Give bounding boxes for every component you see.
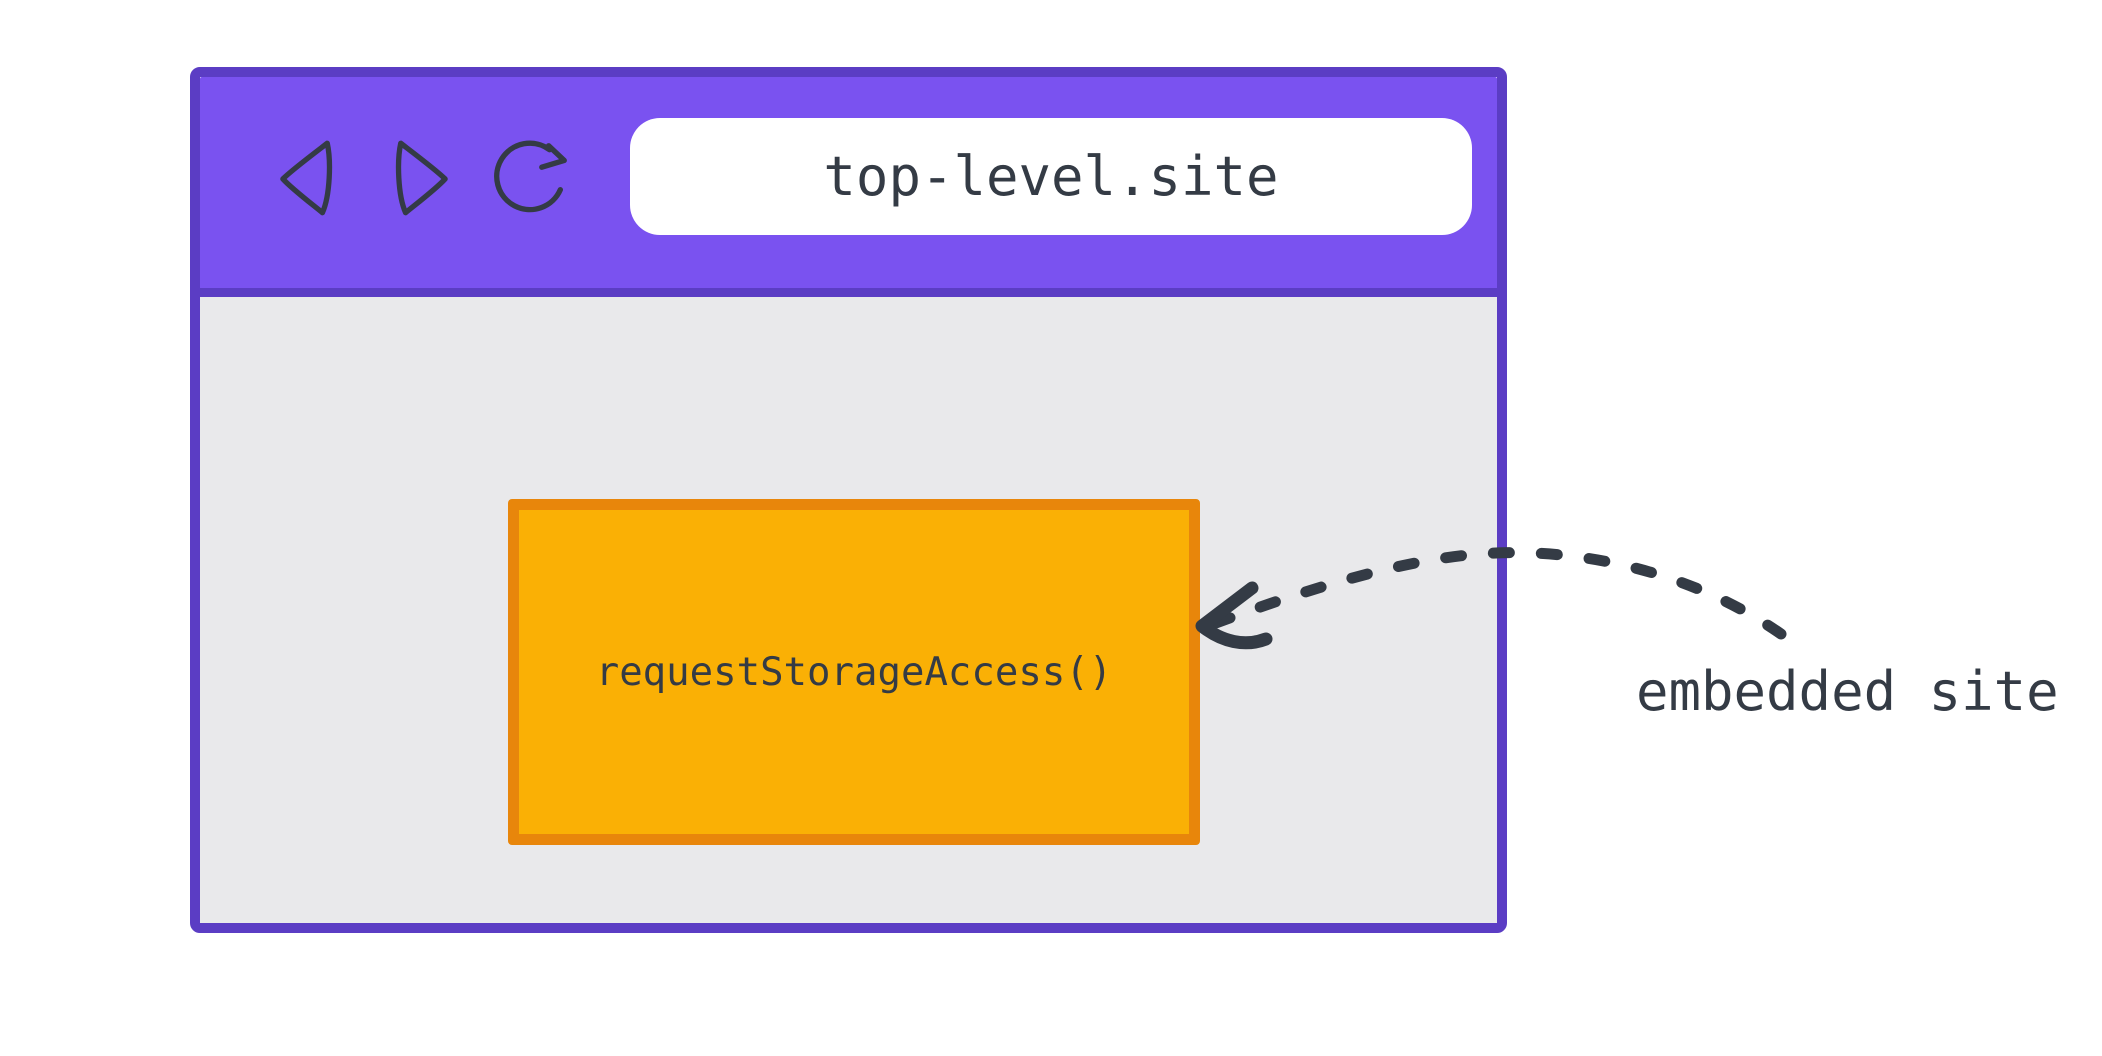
browser-window: top-level.site requestStorageAccess() <box>190 67 1507 933</box>
url-text: top-level.site <box>823 145 1279 208</box>
forward-icon[interactable] <box>394 135 448 219</box>
embedded-iframe-box[interactable]: requestStorageAccess() <box>508 499 1200 845</box>
embedded-site-label: embedded site <box>1636 660 2059 723</box>
back-icon[interactable] <box>280 135 334 219</box>
request-storage-access-label: requestStorageAccess() <box>595 649 1113 695</box>
browser-toolbar: top-level.site <box>200 77 1497 297</box>
url-bar[interactable]: top-level.site <box>630 118 1472 235</box>
reload-icon[interactable] <box>492 135 574 219</box>
